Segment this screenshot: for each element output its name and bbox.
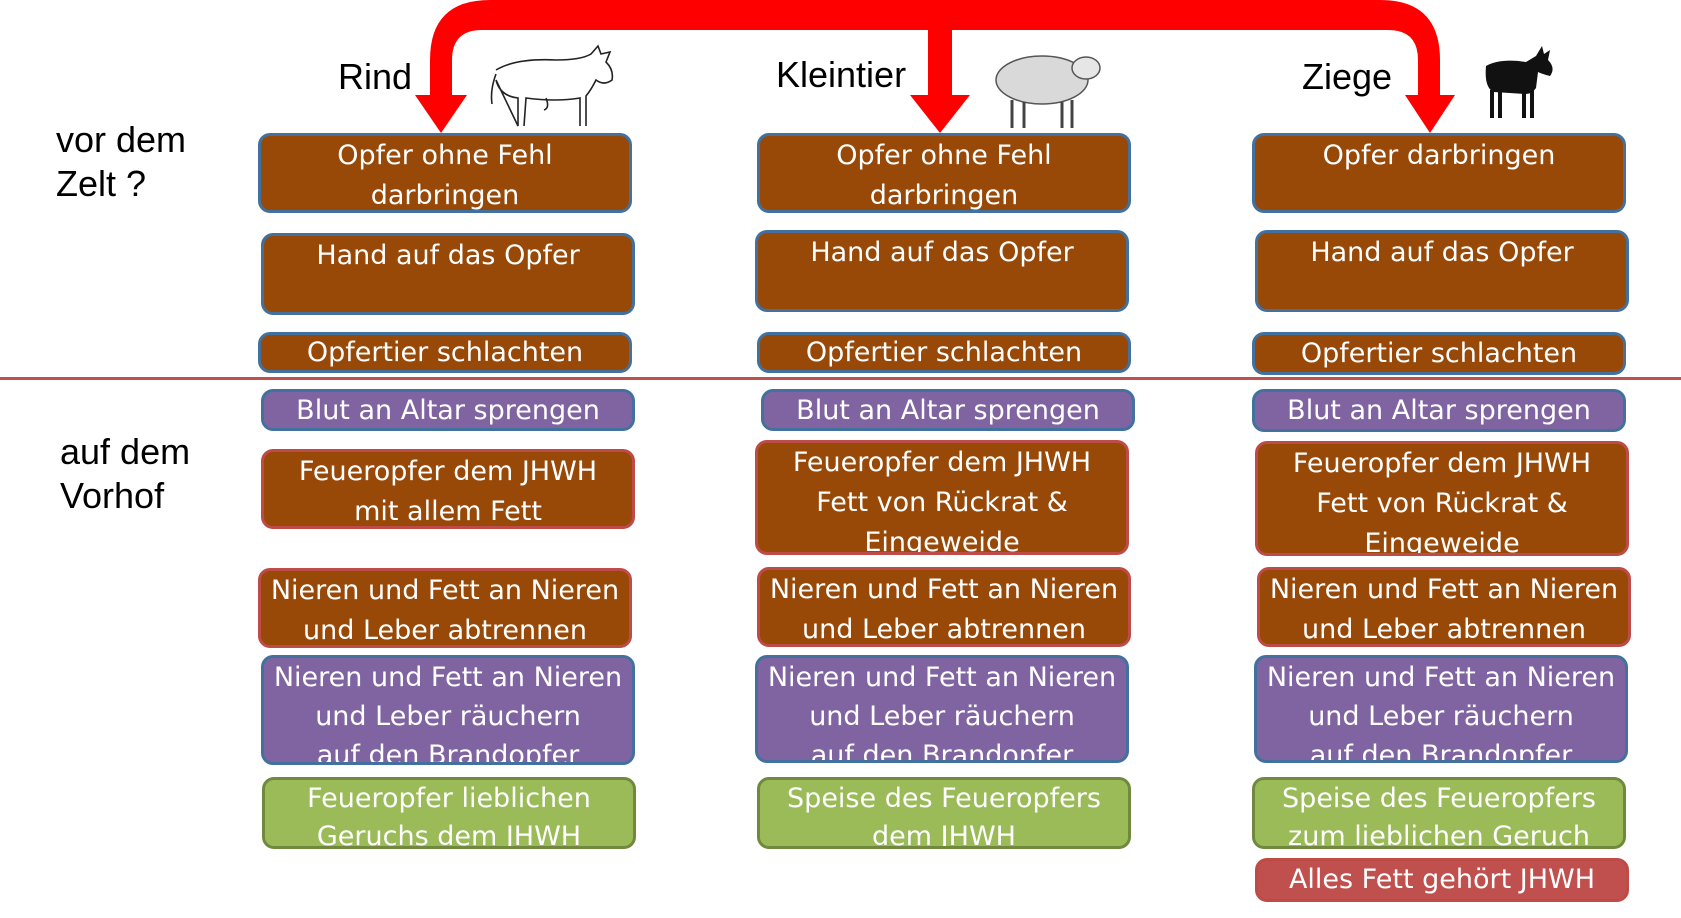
- rind-step-separate: Nieren und Fett an Nieren und Leber abtr…: [258, 568, 632, 648]
- ziege-step-burn: Nieren und Fett an Nieren und Leber räuc…: [1254, 655, 1628, 763]
- column-title-kleintier: Kleintier: [776, 54, 907, 95]
- goat-icon: [1485, 46, 1553, 118]
- rind-step-hand: Hand auf das Opfer: [261, 233, 635, 315]
- sheep-icon: [995, 55, 1101, 128]
- section-label-tent: vor dem Zelt ?: [56, 119, 187, 204]
- rind-step-offer: Opfer ohne Fehl darbringen: [258, 133, 632, 213]
- arrow-stem-kleintier: [928, 20, 952, 98]
- rind-step-slaughter: Opfertier schlachten: [258, 332, 632, 373]
- arrow-head-rind: [415, 95, 467, 133]
- column-title-rind: Rind: [338, 56, 413, 97]
- ziege-step-offer: Opfer darbringen: [1252, 133, 1626, 213]
- kleintier-step-offer: Opfer ohne Fehl darbringen: [757, 133, 1131, 213]
- top-bar: [430, 0, 1440, 95]
- ziege-step-separate: Nieren und Fett an Nieren und Leber abtr…: [1257, 567, 1631, 647]
- arrow-head-kleintier: [910, 95, 970, 133]
- ziege-step-hand: Hand auf das Opfer: [1255, 230, 1629, 312]
- ziege-step-slaughter: Opfertier schlachten: [1252, 332, 1626, 375]
- arrow-head-ziege: [1405, 95, 1455, 133]
- ziege-step-all-fat: Alles Fett gehört JHWH: [1255, 858, 1629, 902]
- kleintier-step-blood: Blut an Altar sprengen: [761, 389, 1135, 431]
- rind-step-pleasing: Feueropfer lieblichen Geruchs dem JHWH: [262, 777, 636, 849]
- kleintier-step-food: Speise des Feueropfers dem JHWH: [757, 777, 1131, 849]
- column-title-ziege: Ziege: [1302, 56, 1393, 97]
- ziege-step-blood: Blut an Altar sprengen: [1252, 389, 1626, 432]
- connector-arrows: [415, 0, 1455, 133]
- cow-icon: [490, 44, 614, 127]
- rind-step-burn: Nieren und Fett an Nieren und Leber räuc…: [261, 655, 635, 765]
- section-divider: [0, 377, 1681, 380]
- kleintier-step-hand: Hand auf das Opfer: [755, 230, 1129, 312]
- kleintier-step-burn: Nieren und Fett an Nieren und Leber räuc…: [755, 655, 1129, 763]
- rind-step-blood: Blut an Altar sprengen: [261, 389, 635, 431]
- section-label-court: auf dem Vorhof: [60, 431, 191, 516]
- ziege-step-food: Speise des Feueropfers zum lieblichen Ge…: [1252, 777, 1626, 849]
- kleintier-step-separate: Nieren und Fett an Nieren und Leber abtr…: [757, 567, 1131, 647]
- ziege-step-fire-offering: Feueropfer dem JHWH Fett von Rückrat & E…: [1255, 441, 1629, 556]
- kleintier-step-fire-offering: Feueropfer dem JHWH Fett von Rückrat & E…: [755, 440, 1129, 555]
- rind-step-fire-offering: Feueropfer dem JHWH mit allem Fett: [261, 449, 635, 529]
- kleintier-step-slaughter: Opfertier schlachten: [757, 332, 1131, 373]
